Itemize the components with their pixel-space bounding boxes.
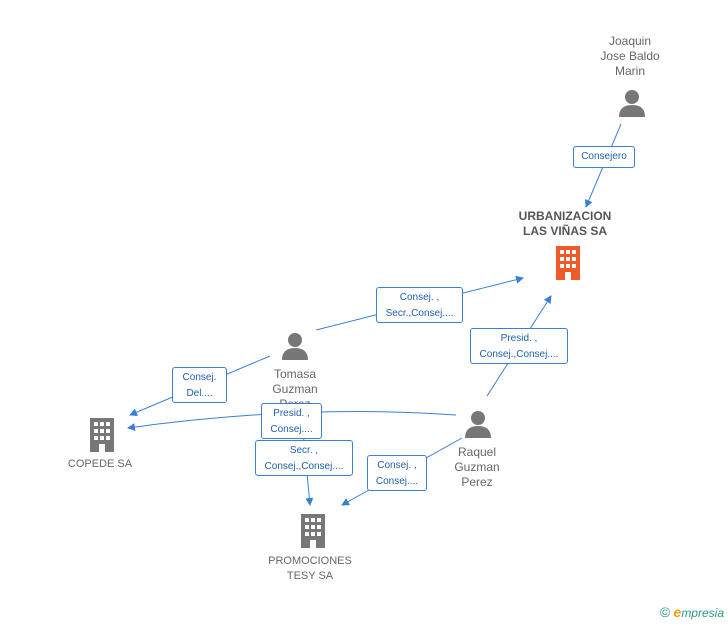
copyright-symbol: © — [659, 604, 671, 620]
edge-label-consejero[interactable]: Consejero — [573, 146, 635, 168]
person-icon[interactable] — [280, 331, 310, 361]
edge-label-tomasa-urbanizacion[interactable]: Consej. , Secr.,Consej.... — [376, 287, 463, 323]
node-label-copede[interactable]: COPEDE SA — [67, 458, 133, 470]
person-icon[interactable] — [463, 409, 493, 439]
edge-label-tomasa-promociones[interactable]: Secr. , Consej.,Consej.... — [255, 440, 353, 476]
brand-e: e — [673, 604, 682, 620]
edge-label-raquel-promociones[interactable]: Consej. , Consej.... — [367, 455, 427, 491]
node-label-urbanizacion[interactable]: URBANIZACION LAS VIÑAS SA — [518, 209, 612, 238]
empresia-watermark: © empresia — [660, 604, 724, 620]
node-label-promociones[interactable]: PROMOCIONES TESY SA — [268, 555, 352, 582]
building-icon[interactable] — [298, 514, 328, 548]
node-label-raquel[interactable]: Raquel Guzman Perez — [454, 445, 500, 489]
edge-label-tomasa-copede[interactable]: Consej. Del.... — [172, 367, 227, 403]
brand-rest: mpresia — [681, 606, 724, 620]
person-icon[interactable] — [617, 88, 647, 118]
building-icon-highlight[interactable] — [553, 246, 583, 280]
building-icon[interactable] — [87, 418, 117, 452]
node-label-tomasa[interactable]: Tomasa Guzman Perez — [272, 367, 318, 405]
edge-label-raquel-urbanizacion[interactable]: Presid. , Consej.,Consej.... — [470, 328, 568, 364]
node-label-joaquin[interactable]: Joaquin Jose Baldo Marin — [600, 34, 660, 78]
edge-label-raquel-copede[interactable]: Presid. , Consej.... — [261, 403, 322, 439]
